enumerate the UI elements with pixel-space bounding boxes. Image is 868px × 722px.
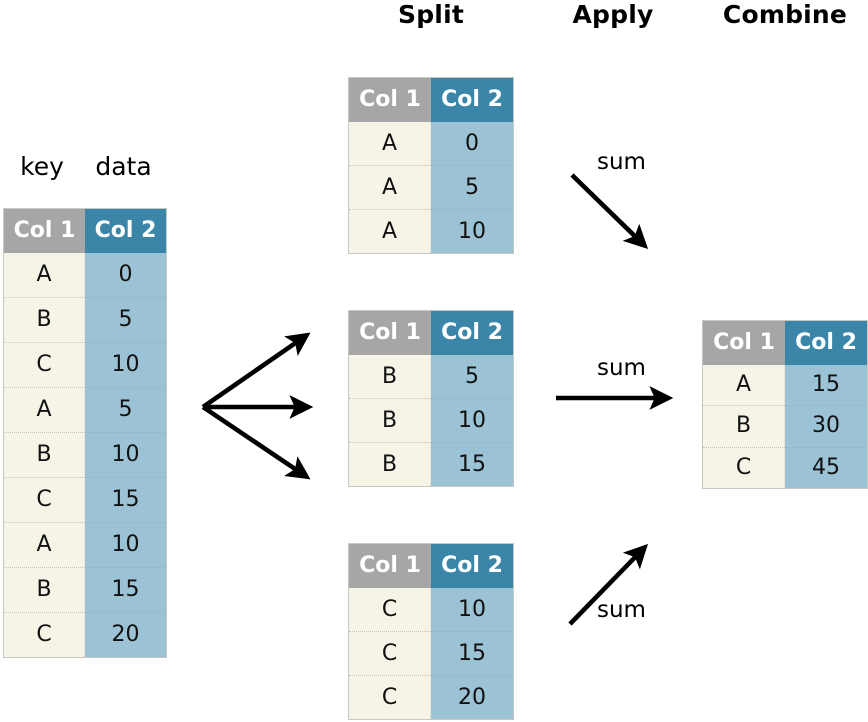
cell-data: 15 [785,365,867,406]
table-header-row: Col 1 Col 2 [349,311,513,355]
table-row: B 15 [349,442,513,486]
cell-key: C [349,675,431,719]
cell-key: A [4,387,85,432]
table-row: C 20 [4,612,166,657]
table-row: A 0 [349,122,513,165]
table-row: B 30 [703,405,867,447]
split-group-a-table: Col 1 Col 2 A 0 A 5 A 10 [348,77,514,254]
table-row: B 5 [4,297,166,342]
table-row: A 0 [4,253,166,297]
table-row: C 10 [349,588,513,631]
column-header-col1: Col 1 [349,78,431,122]
cell-key: C [4,342,85,387]
split-group-c-table: Col 1 Col 2 C 10 C 15 C 20 [348,543,514,720]
apply-label-sum-b: sum [597,355,646,381]
caption-key: key [20,152,64,181]
column-header-col1: Col 1 [349,311,431,355]
cell-key: A [4,253,85,297]
cell-key: B [349,355,431,398]
table-header-row: Col 1 Col 2 [4,209,166,253]
apply-label-sum-c: sum [597,597,646,623]
cell-data: 5 [431,165,513,209]
cell-key: B [4,432,85,477]
cell-key: A [349,165,431,209]
cell-key: A [349,122,431,165]
column-header-col2: Col 2 [431,311,513,355]
caption-data: data [95,152,152,181]
table-row: A 5 [4,387,166,432]
column-header-col1: Col 1 [349,544,431,588]
section-title-split: Split [398,0,464,29]
table-row: C 10 [4,342,166,387]
cell-data: 15 [431,442,513,486]
column-header-col2: Col 2 [85,209,166,253]
cell-key: A [4,522,85,567]
column-header-col2: Col 2 [431,544,513,588]
column-header-col1: Col 1 [4,209,85,253]
cell-data: 20 [431,675,513,719]
source-table: Col 1 Col 2 A 0 B 5 C 10 A 5 B 10 C 15 A [3,208,167,658]
cell-data: 5 [431,355,513,398]
section-title-combine: Combine [722,0,848,29]
table-row: A 15 [703,365,867,406]
cell-data: 10 [431,209,513,253]
table-row: A 5 [349,165,513,209]
cell-data: 5 [85,297,166,342]
cell-data: 10 [85,342,166,387]
cell-data: 5 [85,387,166,432]
split-arrow-to-group-c [201,405,311,480]
cell-data: 10 [85,522,166,567]
table-row: A 10 [349,209,513,253]
cell-key: C [4,612,85,657]
table-row: A 10 [4,522,166,567]
cell-key: B [4,297,85,342]
cell-data: 10 [431,398,513,442]
cell-data: 30 [785,405,867,447]
table-row: C 45 [703,446,867,488]
combine-result-table: Col 1 Col 2 A 15 B 30 C 45 [702,320,868,489]
cell-key: C [4,477,85,522]
cell-key: C [349,631,431,675]
section-title-apply: Apply [572,0,654,29]
apply-label-sum-a: sum [597,149,646,175]
cell-key: C [349,588,431,631]
cell-data: 15 [85,477,166,522]
column-header-col1: Col 1 [703,321,785,365]
split-group-b-table: Col 1 Col 2 B 5 B 10 B 15 [348,310,514,487]
table-row: B 10 [4,432,166,477]
cell-data: 10 [85,432,166,477]
cell-data: 0 [431,122,513,165]
cell-data: 15 [85,567,166,612]
apply-arrow-group-a [570,173,649,250]
cell-data: 15 [431,631,513,675]
table-row: B 10 [349,398,513,442]
table-row: B 15 [4,567,166,612]
cell-data: 10 [431,588,513,631]
cell-data: 20 [85,612,166,657]
column-header-col2: Col 2 [431,78,513,122]
table-header-row: Col 1 Col 2 [703,321,867,365]
column-header-col2: Col 2 [785,321,867,365]
cell-key: A [349,209,431,253]
cell-data: 45 [785,446,867,488]
cell-key: B [349,442,431,486]
cell-key: C [703,446,785,488]
cell-key: B [703,405,785,447]
cell-data: 0 [85,253,166,297]
table-header-row: Col 1 Col 2 [349,78,513,122]
table-row: C 15 [4,477,166,522]
table-row: B 5 [349,355,513,398]
cell-key: B [349,398,431,442]
split-arrow-to-group-a [201,332,311,409]
table-row: C 20 [349,675,513,719]
table-header-row: Col 1 Col 2 [349,544,513,588]
table-row: C 15 [349,631,513,675]
cell-key: B [4,567,85,612]
cell-key: A [703,365,785,406]
